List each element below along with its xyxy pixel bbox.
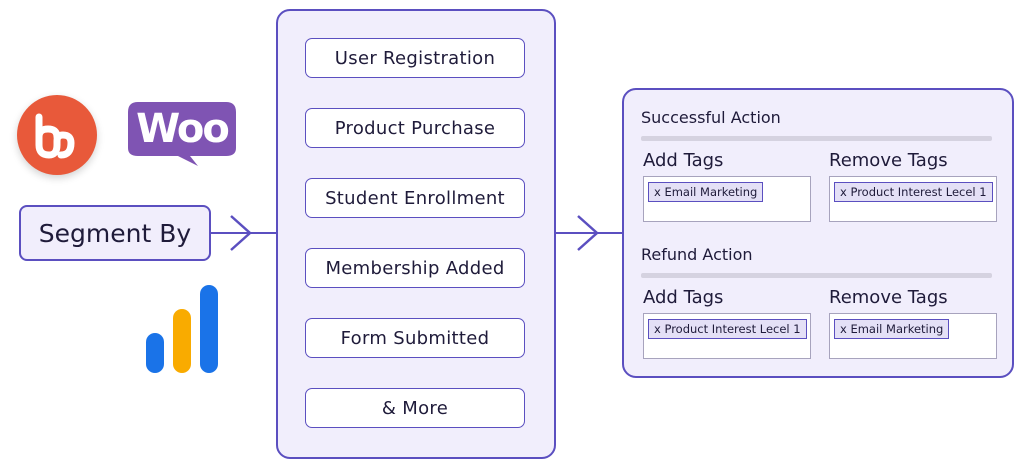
trigger-membership-added: Membership Added [305,248,525,288]
tag-chip[interactable]: x Product Interest Lecel 1 [834,182,993,202]
tag-chip[interactable]: x Email Marketing [648,182,764,202]
add-tags-title: Add Tags [643,150,724,171]
add-tags-field[interactable]: x Email Marketing [643,176,811,222]
trigger-product-purchase: Product Purchase [305,108,525,148]
chevron-right-icon [577,215,599,251]
add-tags-field[interactable]: x Product Interest Lecel 1 [643,313,811,359]
remove-tags-title: Remove Tags [829,150,948,171]
successful-action-title: Successful Action [641,108,781,127]
remove-tags-field[interactable]: x Product Interest Lecel 1 [829,176,997,222]
tag-chip[interactable]: x Email Marketing [834,319,950,339]
segment-by-box: Segment By [19,205,211,261]
remove-tags-field[interactable]: x Email Marketing [829,313,997,359]
woocommerce-logo-icon: Woo [128,102,236,166]
woo-logo-text: Woo [136,106,230,152]
trigger-user-registration: User Registration [305,38,525,78]
buddyboss-logo-icon [17,95,97,175]
add-tags-title: Add Tags [643,287,724,308]
chevron-right-icon [230,215,252,251]
remove-tags-title: Remove Tags [829,287,948,308]
refund-action-title: Refund Action [641,245,753,264]
segment-by-label: Segment By [38,218,192,248]
trigger-student-enrollment: Student Enrollment [305,178,525,218]
section-divider [641,136,992,141]
analytics-bars-icon [144,283,224,375]
trigger-and-more: & More [305,388,525,428]
trigger-panel [276,9,556,459]
trigger-form-submitted: Form Submitted [305,318,525,358]
tag-chip[interactable]: x Product Interest Lecel 1 [648,319,807,339]
section-divider [641,273,992,278]
